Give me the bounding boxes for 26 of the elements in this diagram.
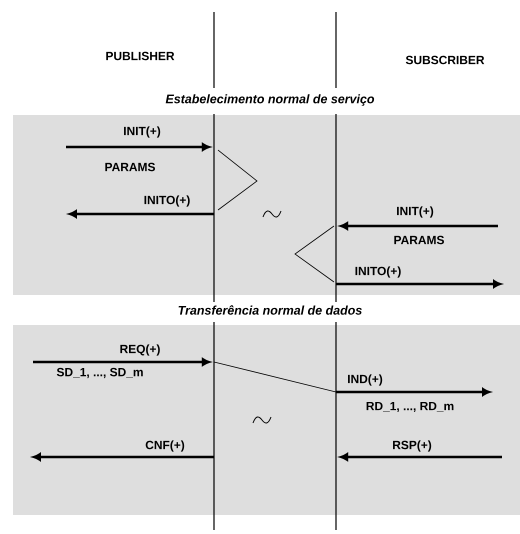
column-heading: SUBSCRIBER: [406, 56, 484, 64]
column-heading: PUBLISHER: [106, 52, 174, 60]
section-title: Estabelecimento normal de serviço: [166, 94, 374, 106]
parameter-label: RD_1, ..., RD_m: [366, 402, 454, 412]
edge-label: CNF(+): [146, 440, 184, 452]
edge-label: INIT(+): [124, 126, 160, 138]
lifeline: [335, 11, 337, 531]
parameter-label: PARAMS: [105, 162, 155, 172]
arrow: [66, 143, 210, 151]
arrow: [340, 453, 502, 461]
arrow: [32, 453, 214, 461]
edge-label: REQ(+): [120, 344, 160, 356]
edge-label: INIT(+): [397, 206, 434, 218]
parameter-label: PARAMS: [394, 236, 444, 244]
arrow: [68, 210, 214, 218]
edge-label: INITO(+): [144, 195, 190, 207]
arrow: [33, 358, 210, 366]
parameter-label: SD_1, ..., SD_m: [56, 368, 143, 378]
edge-label: INITO(+): [356, 266, 401, 278]
edge-label: RSP(+): [393, 440, 432, 452]
arrow: [340, 222, 498, 230]
edge-label: IND(+): [348, 374, 382, 386]
arrow: [336, 280, 502, 288]
arrow: [336, 388, 490, 396]
lifeline: [213, 11, 215, 531]
section-title: Transferência normal de dados: [178, 305, 362, 315]
